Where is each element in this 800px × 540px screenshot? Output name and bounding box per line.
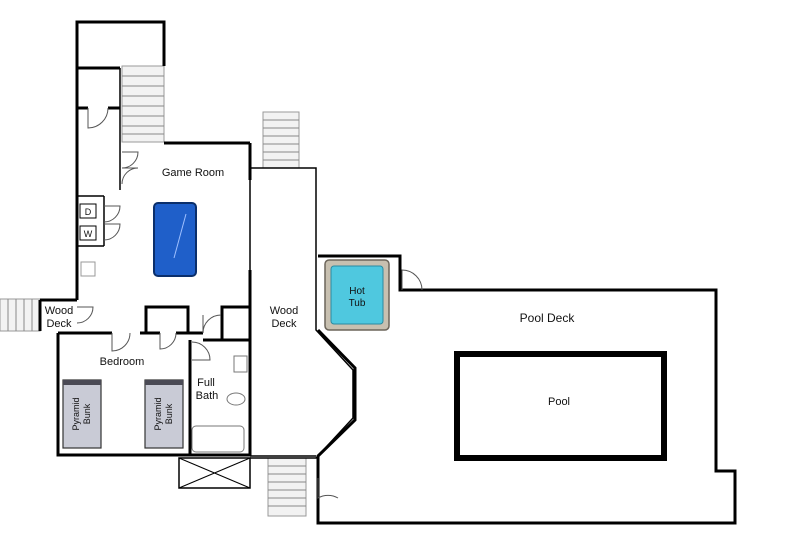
washer-label: W — [84, 229, 93, 239]
bunk-right — [144, 379, 184, 449]
label-bunk-right-2: Bunk — [164, 403, 174, 424]
pool-cue — [173, 213, 187, 259]
label-wood-deck-left-1: Wood — [45, 305, 74, 317]
pool-table — [153, 202, 197, 277]
label-full-bath-1: Full — [197, 377, 215, 389]
stairs-mid — [262, 111, 300, 169]
label-full-bath-2: Bath — [196, 390, 219, 402]
laundry: D W — [79, 203, 97, 277]
toilet — [226, 392, 246, 406]
label-bunk-left-1: Pyramid — [71, 397, 81, 430]
washer — [79, 225, 97, 241]
label-game-room: Game Room — [162, 167, 224, 179]
dryer-label: D — [85, 207, 92, 217]
hot-tub — [324, 259, 390, 331]
bath-sink — [233, 355, 248, 373]
building-walls — [38, 20, 252, 489]
pool-deck-outline — [316, 254, 737, 525]
center-deck-outline — [250, 167, 354, 459]
bunks — [62, 379, 184, 449]
dryer — [79, 203, 97, 219]
stairs-bottom — [267, 457, 307, 517]
pool — [454, 351, 667, 461]
stairs-left — [0, 298, 41, 332]
laundry-sink — [80, 261, 96, 277]
label-hot-tub-2: Tub — [349, 298, 366, 309]
bathtub — [191, 425, 245, 453]
label-pool-deck: Pool Deck — [520, 311, 576, 325]
label-bunk-right-1: Pyramid — [153, 397, 163, 430]
bunk-left — [62, 379, 102, 449]
label-wood-deck-left-2: Deck — [46, 318, 72, 330]
doors — [76, 107, 423, 499]
stairs-top — [121, 65, 165, 143]
label-wood-deck-center-1: Wood — [270, 305, 299, 317]
label-wood-deck-center-2: Deck — [271, 318, 297, 330]
label-hot-tub-1: Hot — [349, 286, 365, 297]
label-bedroom: Bedroom — [100, 356, 145, 368]
label-pool: Pool — [548, 396, 570, 408]
bath-fixtures — [191, 355, 248, 453]
label-bunk-left-2: Bunk — [82, 403, 92, 424]
